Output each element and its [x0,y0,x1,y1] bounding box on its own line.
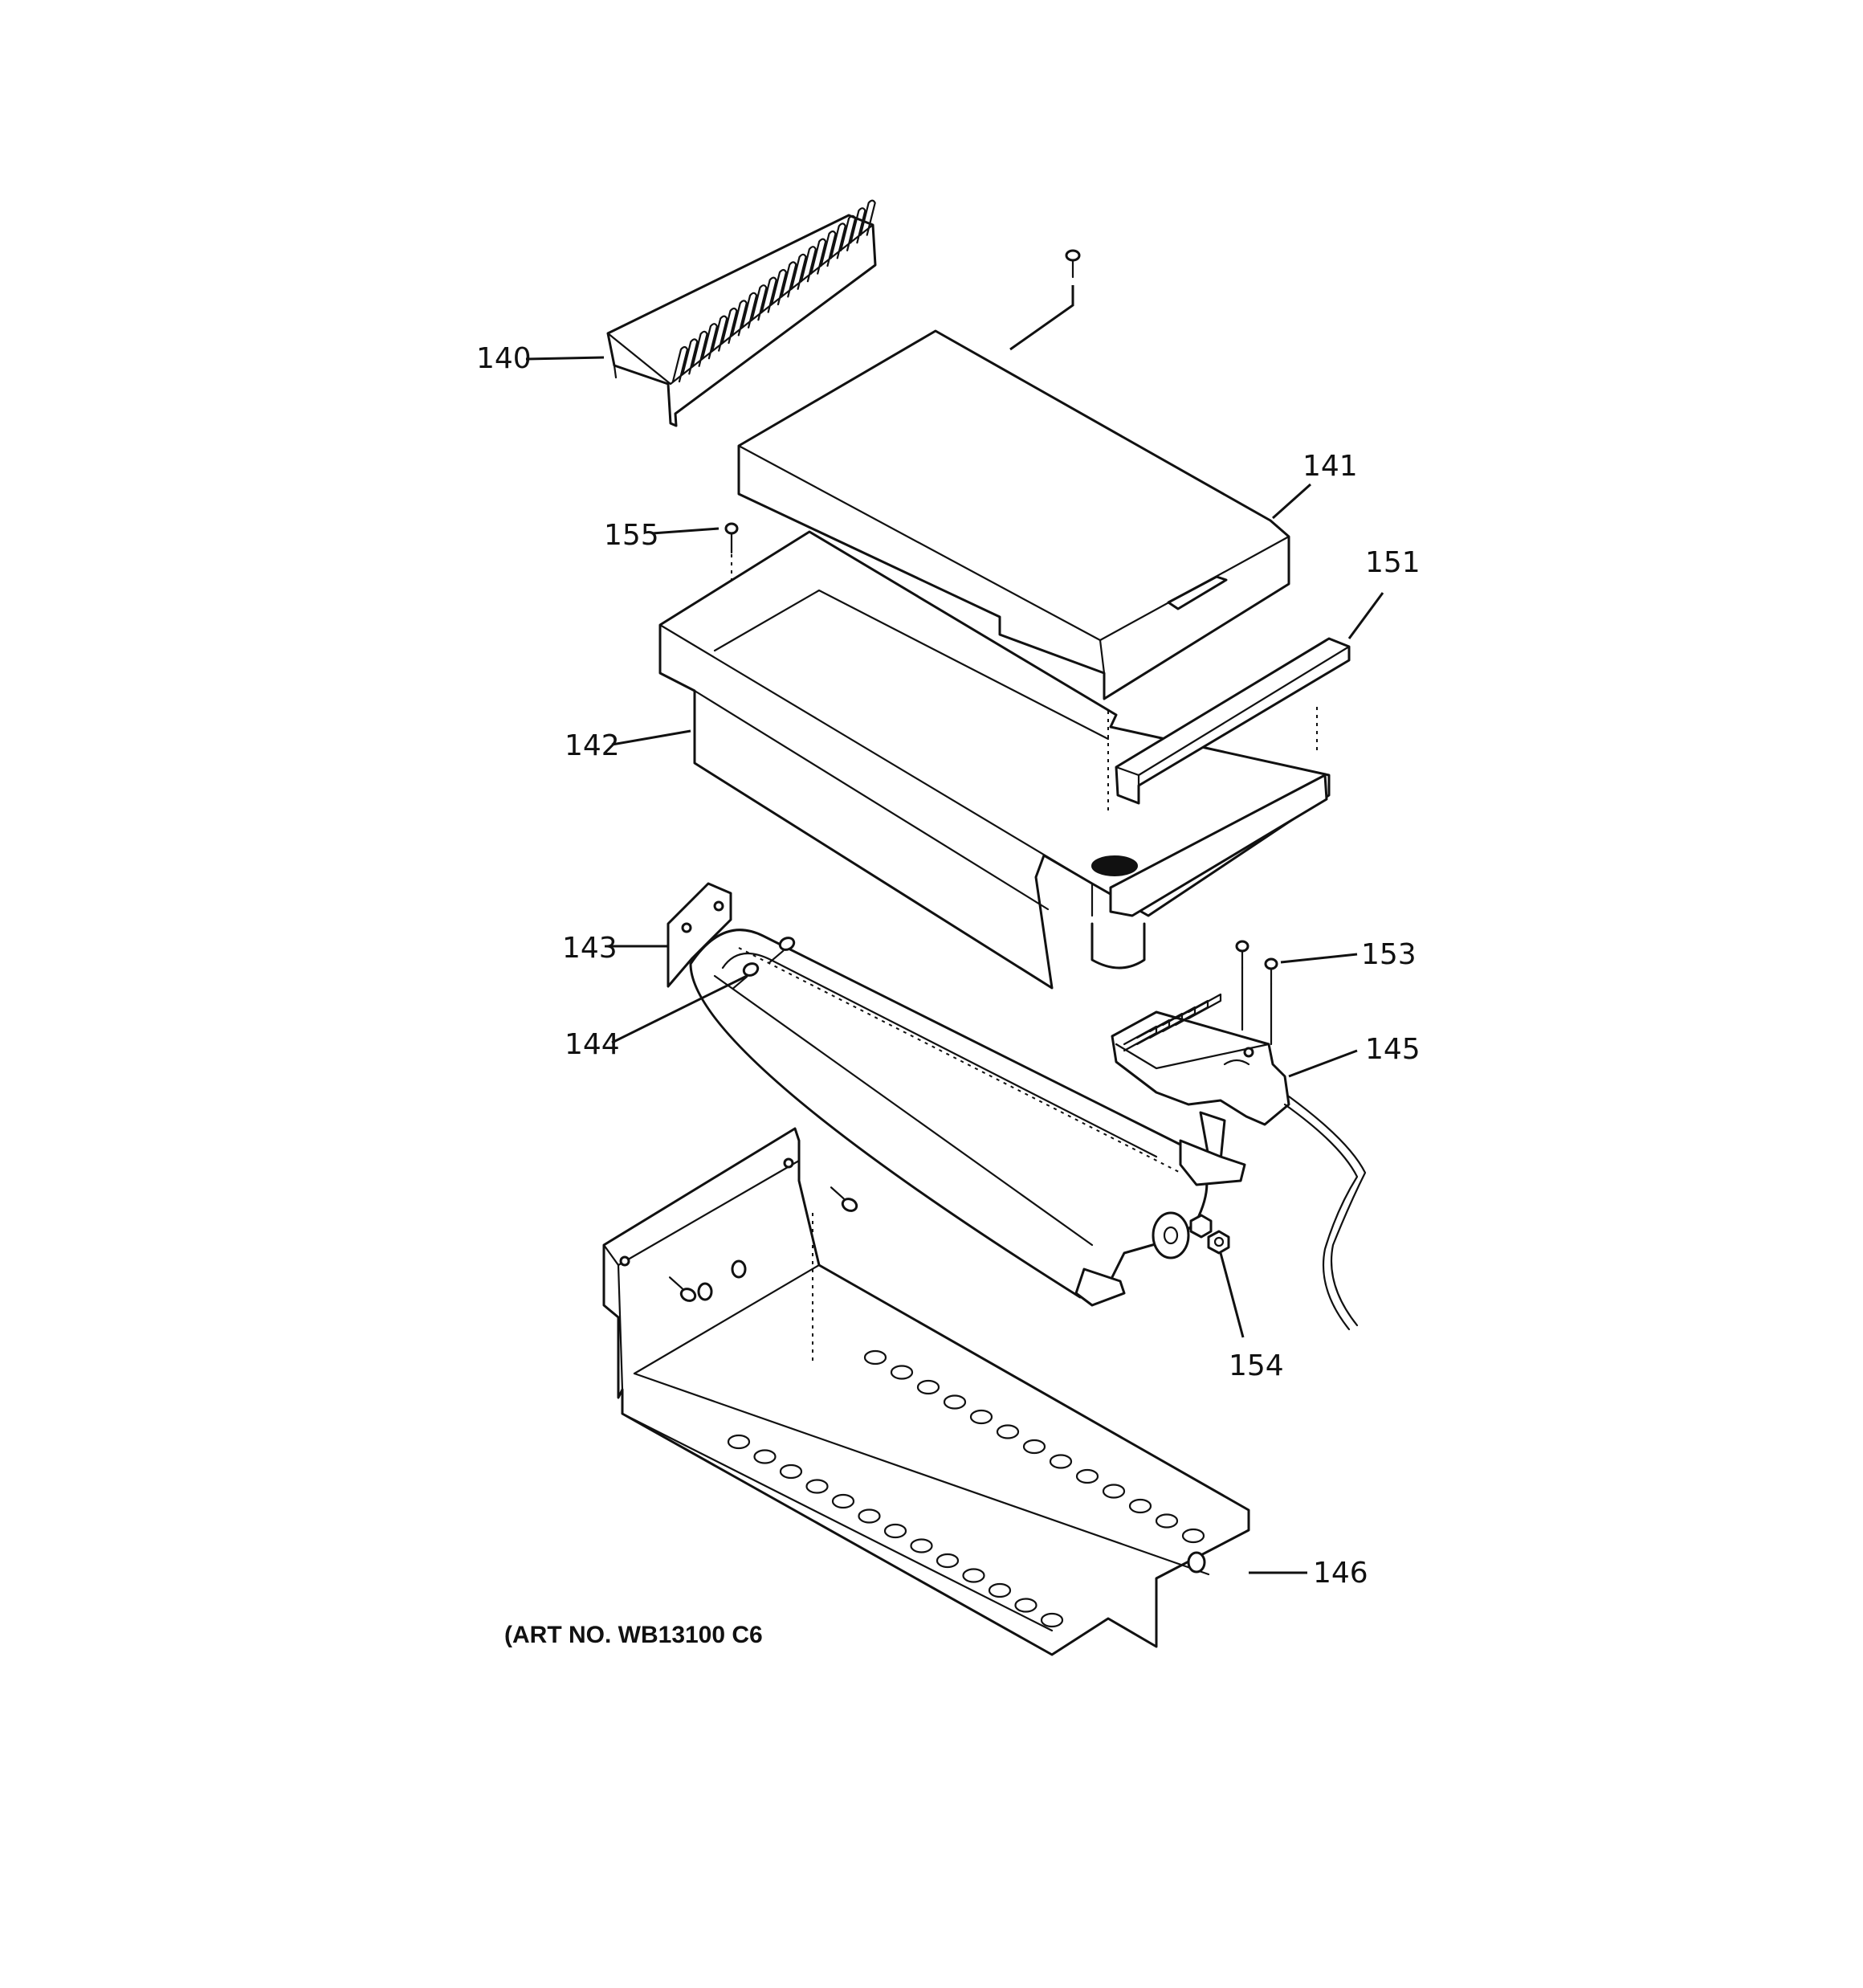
vent-hole [1128,1498,1152,1514]
vent-hole [936,1553,960,1569]
vent-hole [1075,1468,1099,1484]
part-146-burner-box [602,1127,1250,1656]
vent-hole [1102,1484,1126,1499]
vent-hole [1014,1598,1037,1613]
vent-slot [800,246,817,283]
callout-153: 153 [1361,938,1417,971]
vent-hole [779,1463,803,1480]
screw-153-pair [1235,940,1278,1046]
part-144-burner-tube [689,929,1209,1307]
vent-slot [682,338,699,375]
screw-155 [724,522,739,610]
vent-hole [969,1409,993,1425]
vent-slot [850,207,866,244]
callout-146: 146 [1313,1557,1368,1590]
part-141-griddle-plate [737,329,1290,700]
callout-labels: 140 141 155 151 142 143 144 153 145 154 … [476,342,1421,1648]
callout-155: 155 [604,519,659,552]
vent-hole [1181,1528,1205,1544]
burner-box-screws [668,1186,858,1302]
vent-slot [701,323,718,360]
vent-slot [840,214,857,251]
callout-154: 154 [1229,1349,1284,1382]
vent-hole [910,1538,933,1553]
vent-hole [727,1434,751,1450]
vent-slots [671,199,876,383]
art-number: (ART NO. WB13100 C6 [504,1622,763,1648]
vent-hole [805,1479,829,1494]
vent-hole [1049,1454,1073,1469]
vent-hole [858,1508,881,1524]
vent-slot [760,276,777,313]
vent-slot [711,315,728,352]
callout-142: 142 [565,729,620,762]
vent-hole [962,1568,985,1583]
vent-slot [741,292,758,329]
callout-141: 141 [1302,450,1358,483]
ignitor-fins [1123,993,1222,1052]
vent-hole [916,1379,940,1395]
leader-lines [525,356,1384,1574]
vent-slot [810,238,827,275]
part-140-vent-trim [606,199,877,427]
vent-slot [820,230,837,267]
vent-hole [943,1394,967,1410]
vent-slot [770,268,788,306]
part-151-handle [1107,637,1351,917]
vent-hole [831,1493,855,1509]
vent-slot [790,253,807,290]
vent-slot [691,330,708,367]
vent-slot [830,222,846,259]
vent-hole [1155,1513,1179,1529]
callout-151: 151 [1365,546,1421,579]
burner-screws [732,937,796,990]
vent-hole [890,1365,914,1380]
vent-slot [731,300,748,337]
part-143-burner-bracket [667,882,732,988]
vent-slot [721,307,738,345]
callout-144: 144 [565,1028,620,1061]
nut-154 [1189,1214,1230,1255]
vent-slot [781,261,797,298]
vent-hole [753,1449,777,1464]
callout-140: 140 [476,342,532,375]
vent-slot [751,284,768,321]
vent-hole [996,1424,1020,1439]
ignitor-fin [1187,993,1222,1020]
vent-hole [883,1523,907,1539]
vent-hole [988,1582,1012,1598]
vent-hole [863,1349,887,1365]
callout-145: 145 [1365,1033,1421,1066]
vent-hole [1040,1612,1064,1628]
burner-box-vent-holes [727,1349,1205,1628]
part-145-ignitor [1111,993,1367,1331]
screw-top [1009,249,1081,351]
vent-slot [859,199,876,236]
vent-slot [671,345,689,383]
callout-143: 143 [562,932,618,965]
vent-hole [1022,1439,1046,1455]
